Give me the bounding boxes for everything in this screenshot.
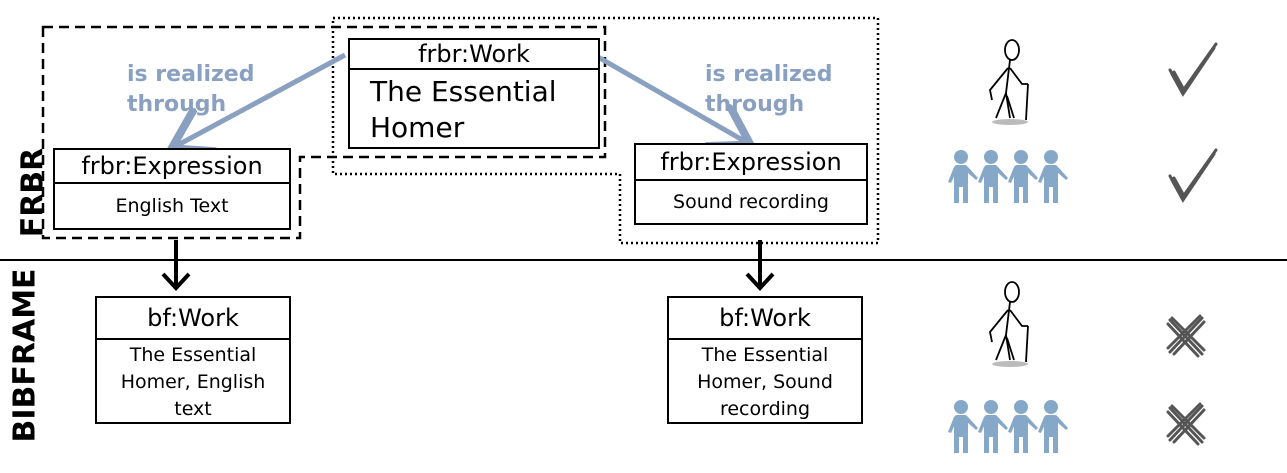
person-icon — [989, 39, 1029, 125]
relation-label-line: is realized — [705, 62, 833, 87]
cross-icon — [1166, 402, 1206, 446]
relation-label-left: is realized through — [127, 60, 254, 120]
bf-work-body: The Essential Homer, English text — [97, 340, 289, 423]
frbr-work-title-line: Homer — [370, 111, 465, 144]
bibframe-section-label: BIBFRAME — [7, 268, 43, 443]
bf-work-body-line: The Essential — [129, 344, 257, 366]
bf-work-body-line: The Essential — [701, 344, 829, 366]
relation-label-line: through — [705, 92, 805, 117]
people-icon — [948, 150, 1068, 203]
mapping-arrow-left — [161, 240, 191, 291]
bf-work-body: The Essential Homer, Sound recording — [669, 340, 861, 423]
frbr-expression-type: frbr:Expression — [55, 150, 289, 184]
bf-work-body-line: text — [174, 398, 212, 420]
person-icon — [989, 281, 1029, 367]
relation-label-line: is realized — [127, 62, 255, 87]
frbr-work-title: The Essential Homer — [350, 70, 598, 146]
people-icon — [948, 400, 1068, 453]
bf-work-body-line: Homer, Sound — [697, 371, 833, 393]
frbr-section-label: FRBR — [15, 147, 51, 238]
frbr-expression-body: Sound recording — [673, 191, 829, 213]
check-icon — [1168, 148, 1218, 203]
frbr-expression-sound-box: frbr:Expression Sound recording — [634, 143, 868, 225]
check-icon — [1168, 42, 1218, 97]
bf-work-type: bf:Work — [669, 298, 861, 340]
frbr-expression-body: English Text — [115, 195, 229, 217]
bf-work-sound-box: bf:Work The Essential Homer, Sound recor… — [667, 296, 863, 424]
bf-work-english-box: bf:Work The Essential Homer, English tex… — [95, 296, 291, 424]
bf-work-type: bf:Work — [97, 298, 289, 340]
cross-icon — [1166, 314, 1206, 358]
bf-work-body-line: recording — [719, 398, 811, 420]
dotted-group-sound — [331, 16, 880, 245]
frbr-work-box: frbr:Work The Essential Homer — [348, 38, 600, 149]
relation-label-line: through — [127, 92, 227, 117]
bf-work-body-line: Homer, English — [120, 371, 266, 393]
mapping-arrow-right — [745, 240, 775, 291]
dashed-group-english — [41, 25, 607, 240]
realized-arrow-left — [176, 52, 347, 146]
frbr-work-title-line: The Essential — [370, 75, 557, 108]
frbr-expression-english-box: frbr:Expression English Text — [53, 148, 291, 230]
frbr-work-type: frbr:Work — [350, 40, 598, 70]
realized-arrow-right — [596, 54, 746, 142]
relation-label-right: is realized through — [705, 60, 832, 120]
frbr-expression-type: frbr:Expression — [636, 145, 866, 181]
